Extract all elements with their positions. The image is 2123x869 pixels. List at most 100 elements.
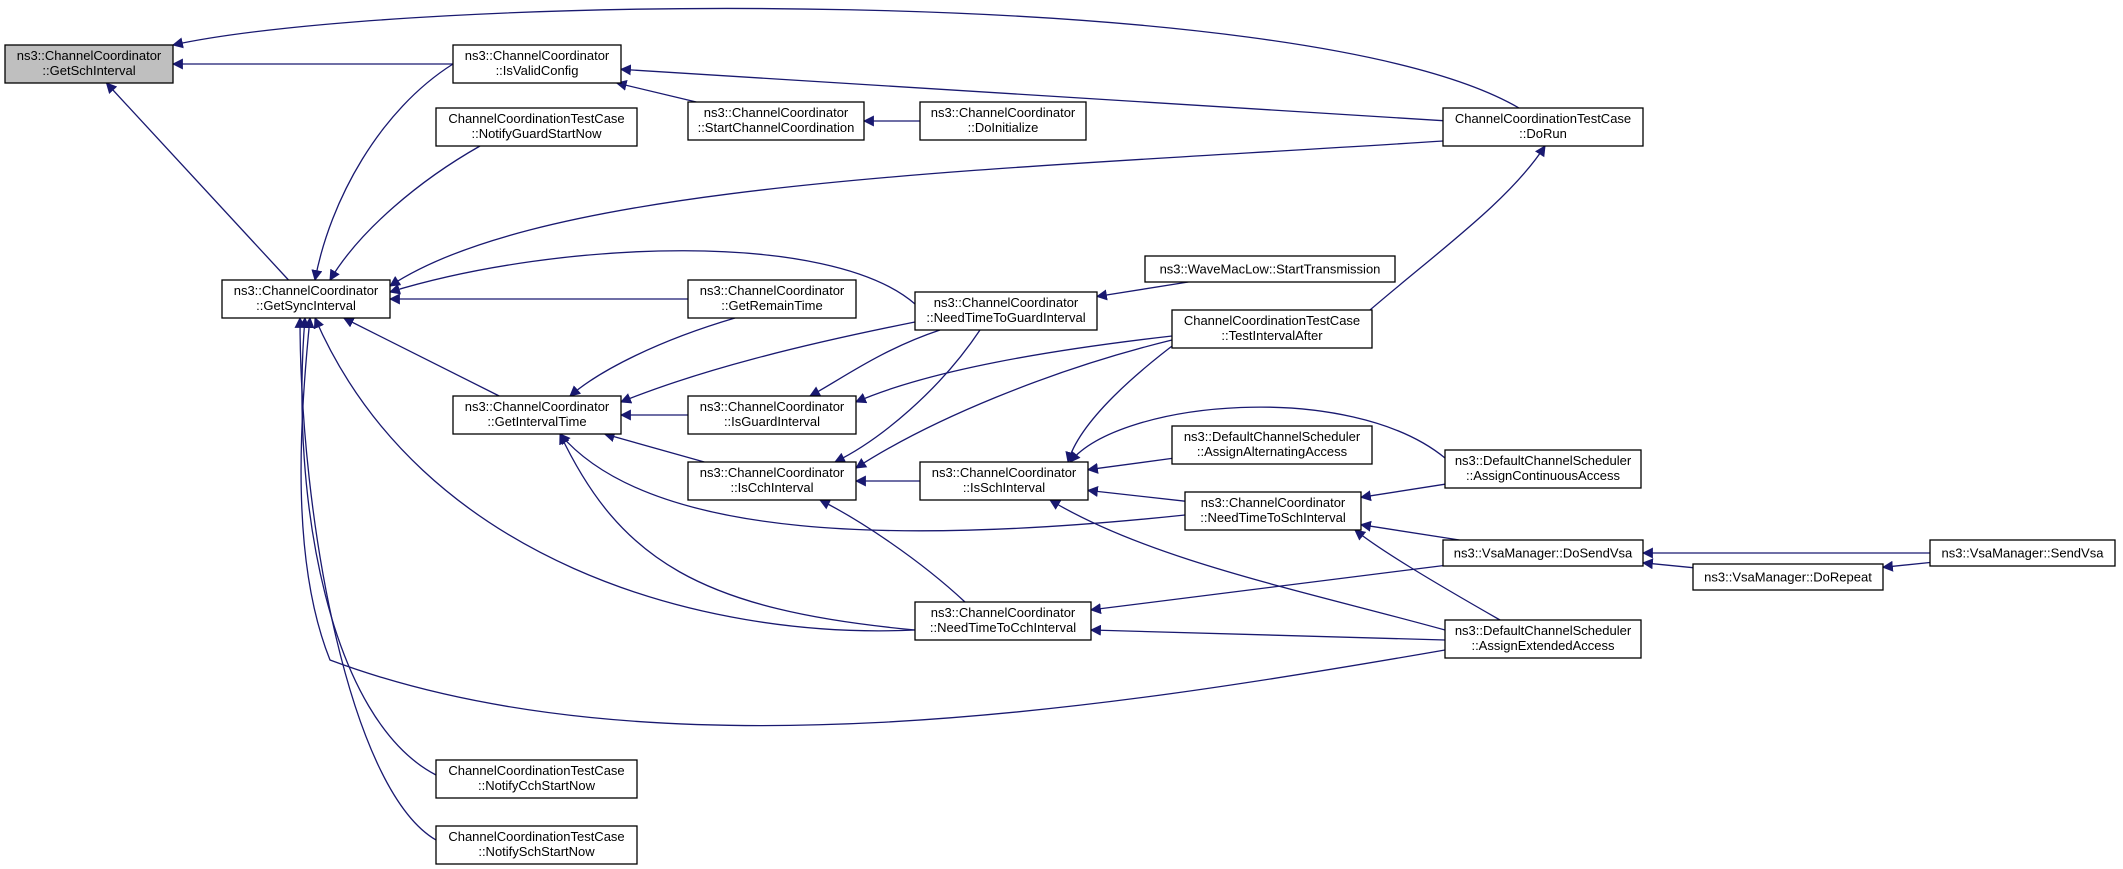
nodes-layer: ns3::ChannelCoordinator::GetSchIntervaln… bbox=[4, 44, 2116, 865]
node-label: ns3::VsaManager::DoSendVsa bbox=[1454, 546, 1633, 561]
node-notsch[interactable]: ChannelCoordinationTestCase::NotifySchSt… bbox=[435, 825, 638, 865]
edge-startcc-to-isvalid bbox=[615, 79, 697, 103]
node-label: ::TestIntervalAfter bbox=[1221, 328, 1323, 343]
edge-testafter-to-isguard bbox=[854, 335, 1173, 404]
node-box bbox=[1442, 107, 1644, 147]
node-label: ::AssignExtendedAccess bbox=[1471, 638, 1615, 653]
edge-needsch-to-issch bbox=[1086, 486, 1186, 502]
node-doinit[interactable]: ns3::ChannelCoordinator::DoInitialize bbox=[919, 101, 1087, 141]
node-box bbox=[919, 461, 1089, 501]
edge-dorun-to-getsync bbox=[389, 140, 1444, 287]
node-box bbox=[687, 279, 857, 319]
node-label: ::GetSyncInterval bbox=[256, 298, 356, 313]
edge-needcch-to-iscch bbox=[819, 499, 966, 603]
node-needguard[interactable]: ns3::ChannelCoordinator::NeedTimeToGuard… bbox=[914, 291, 1098, 331]
node-label: ns3::ChannelCoordinator bbox=[465, 48, 610, 63]
node-label: ns3::ChannelCoordinator bbox=[931, 605, 1076, 620]
node-startx[interactable]: ns3::WaveMacLow::StartTransmission bbox=[1144, 255, 1396, 283]
node-label: ns3::ChannelCoordinator bbox=[17, 48, 162, 63]
edge-testafter-to-iscch bbox=[855, 339, 1173, 469]
node-label: ::AssignContinuousAccess bbox=[1466, 468, 1620, 483]
node-box bbox=[914, 291, 1098, 331]
node-label: ChannelCoordinationTestCase bbox=[448, 829, 624, 844]
node-label: ::DoInitialize bbox=[968, 120, 1039, 135]
node-dorepeat[interactable]: ns3::VsaManager::DoRepeat bbox=[1692, 563, 1884, 591]
node-box bbox=[687, 461, 857, 501]
node-ext[interactable]: ns3::DefaultChannelScheduler::AssignExte… bbox=[1444, 619, 1642, 659]
node-notguard[interactable]: ChannelCoordinationTestCase::NotifyGuard… bbox=[435, 107, 638, 147]
edge-needsch-to-getint bbox=[559, 433, 1186, 532]
node-box bbox=[687, 395, 857, 435]
node-box bbox=[452, 44, 622, 84]
node-label: ns3::ChannelCoordinator bbox=[1201, 495, 1346, 510]
node-label: ns3::DefaultChannelScheduler bbox=[1455, 453, 1632, 468]
node-box bbox=[435, 825, 638, 865]
node-box bbox=[1929, 539, 2116, 567]
node-box bbox=[1171, 309, 1373, 349]
node-label: ns3::ChannelCoordinator bbox=[934, 295, 1079, 310]
node-label: ns3::DefaultChannelScheduler bbox=[1184, 429, 1361, 444]
node-issch[interactable]: ns3::ChannelCoordinator::IsSchInterval bbox=[919, 461, 1089, 501]
node-startcc[interactable]: ns3::ChannelCoordinator::StartChannelCoo… bbox=[687, 101, 865, 141]
node-label: ns3::ChannelCoordinator bbox=[932, 465, 1077, 480]
node-isguard[interactable]: ns3::ChannelCoordinator::IsGuardInterval bbox=[687, 395, 857, 435]
node-label: ns3::DefaultChannelScheduler bbox=[1455, 623, 1632, 638]
edge-iscch-to-getint bbox=[603, 431, 705, 463]
edge-alt-to-issch bbox=[1086, 457, 1173, 474]
node-box bbox=[1442, 539, 1644, 567]
edge-dorun-to-getsch bbox=[171, 7, 1520, 109]
edge-testafter-to-dorun bbox=[1369, 145, 1546, 311]
node-cont[interactable]: ns3::DefaultChannelScheduler::AssignCont… bbox=[1444, 449, 1642, 489]
edge-needguard-to-iscch bbox=[834, 329, 981, 463]
node-box bbox=[1444, 449, 1642, 489]
node-getint[interactable]: ns3::ChannelCoordinator::GetIntervalTime bbox=[452, 395, 622, 435]
node-box bbox=[221, 279, 391, 319]
node-label: ::DoRun bbox=[1519, 126, 1567, 141]
node-label: ::StartChannelCoordination bbox=[698, 120, 855, 135]
node-needsch[interactable]: ns3::ChannelCoordinator::NeedTimeToSchIn… bbox=[1184, 491, 1362, 531]
node-label: ::IsGuardInterval bbox=[724, 414, 820, 429]
node-getsch[interactable]: ns3::ChannelCoordinator::GetSchInterval bbox=[4, 44, 174, 84]
node-getremain[interactable]: ns3::ChannelCoordinator::GetRemainTime bbox=[687, 279, 857, 319]
node-iscch[interactable]: ns3::ChannelCoordinator::IsCchInterval bbox=[687, 461, 857, 501]
edge-ext-to-getsync bbox=[300, 316, 1446, 727]
node-box bbox=[435, 107, 638, 147]
node-isvalid[interactable]: ns3::ChannelCoordinator::IsValidConfig bbox=[452, 44, 622, 84]
node-label: ns3::ChannelCoordinator bbox=[465, 399, 610, 414]
node-box bbox=[435, 759, 638, 799]
edge-dorun-to-isvalid bbox=[619, 64, 1444, 122]
edge-notguard-to-getsync bbox=[329, 145, 481, 281]
node-testafter[interactable]: ChannelCoordinationTestCase::TestInterva… bbox=[1171, 309, 1373, 349]
node-box bbox=[914, 601, 1092, 641]
edge-dosend-to-needsch bbox=[1359, 520, 1460, 541]
node-box bbox=[452, 395, 622, 435]
edge-needguard-to-getint bbox=[619, 321, 916, 404]
edge-getremain-to-getint bbox=[569, 317, 736, 397]
node-sendvsa[interactable]: ns3::VsaManager::SendVsa bbox=[1929, 539, 2116, 567]
node-label: ::GetRemainTime bbox=[721, 298, 822, 313]
edge-testafter-to-issch bbox=[1065, 339, 1181, 464]
edge-needcch-to-getint bbox=[559, 433, 916, 631]
edge-cont-to-issch bbox=[1069, 406, 1446, 463]
node-dosend[interactable]: ns3::VsaManager::DoSendVsa bbox=[1442, 539, 1644, 567]
node-label: ChannelCoordinationTestCase bbox=[448, 763, 624, 778]
node-box bbox=[919, 101, 1087, 141]
node-needcch[interactable]: ns3::ChannelCoordinator::NeedTimeToCchIn… bbox=[914, 601, 1092, 641]
edge-ext-to-issch bbox=[1049, 499, 1446, 631]
node-box bbox=[687, 101, 865, 141]
node-label: ns3::ChannelCoordinator bbox=[700, 399, 845, 414]
node-label: ::NotifyGuardStartNow bbox=[471, 126, 602, 141]
node-alt[interactable]: ns3::DefaultChannelScheduler::AssignAlte… bbox=[1171, 425, 1373, 465]
node-notcch[interactable]: ChannelCoordinationTestCase::NotifyCchSt… bbox=[435, 759, 638, 799]
node-box bbox=[1184, 491, 1362, 531]
node-label: ns3::ChannelCoordinator bbox=[700, 283, 845, 298]
node-label: ::NotifyCchStartNow bbox=[478, 778, 596, 793]
node-label: ns3::WaveMacLow::StartTransmission bbox=[1160, 262, 1381, 277]
edge-isvalid-to-getsync bbox=[311, 63, 454, 282]
node-label: ::NotifySchStartNow bbox=[478, 844, 595, 859]
node-getsync[interactable]: ns3::ChannelCoordinator::GetSyncInterval bbox=[221, 279, 391, 319]
edge-notsch-to-getsync bbox=[294, 316, 437, 841]
edge-getint-to-getsync bbox=[342, 317, 500, 397]
node-dorun[interactable]: ChannelCoordinationTestCase::DoRun bbox=[1442, 107, 1644, 147]
